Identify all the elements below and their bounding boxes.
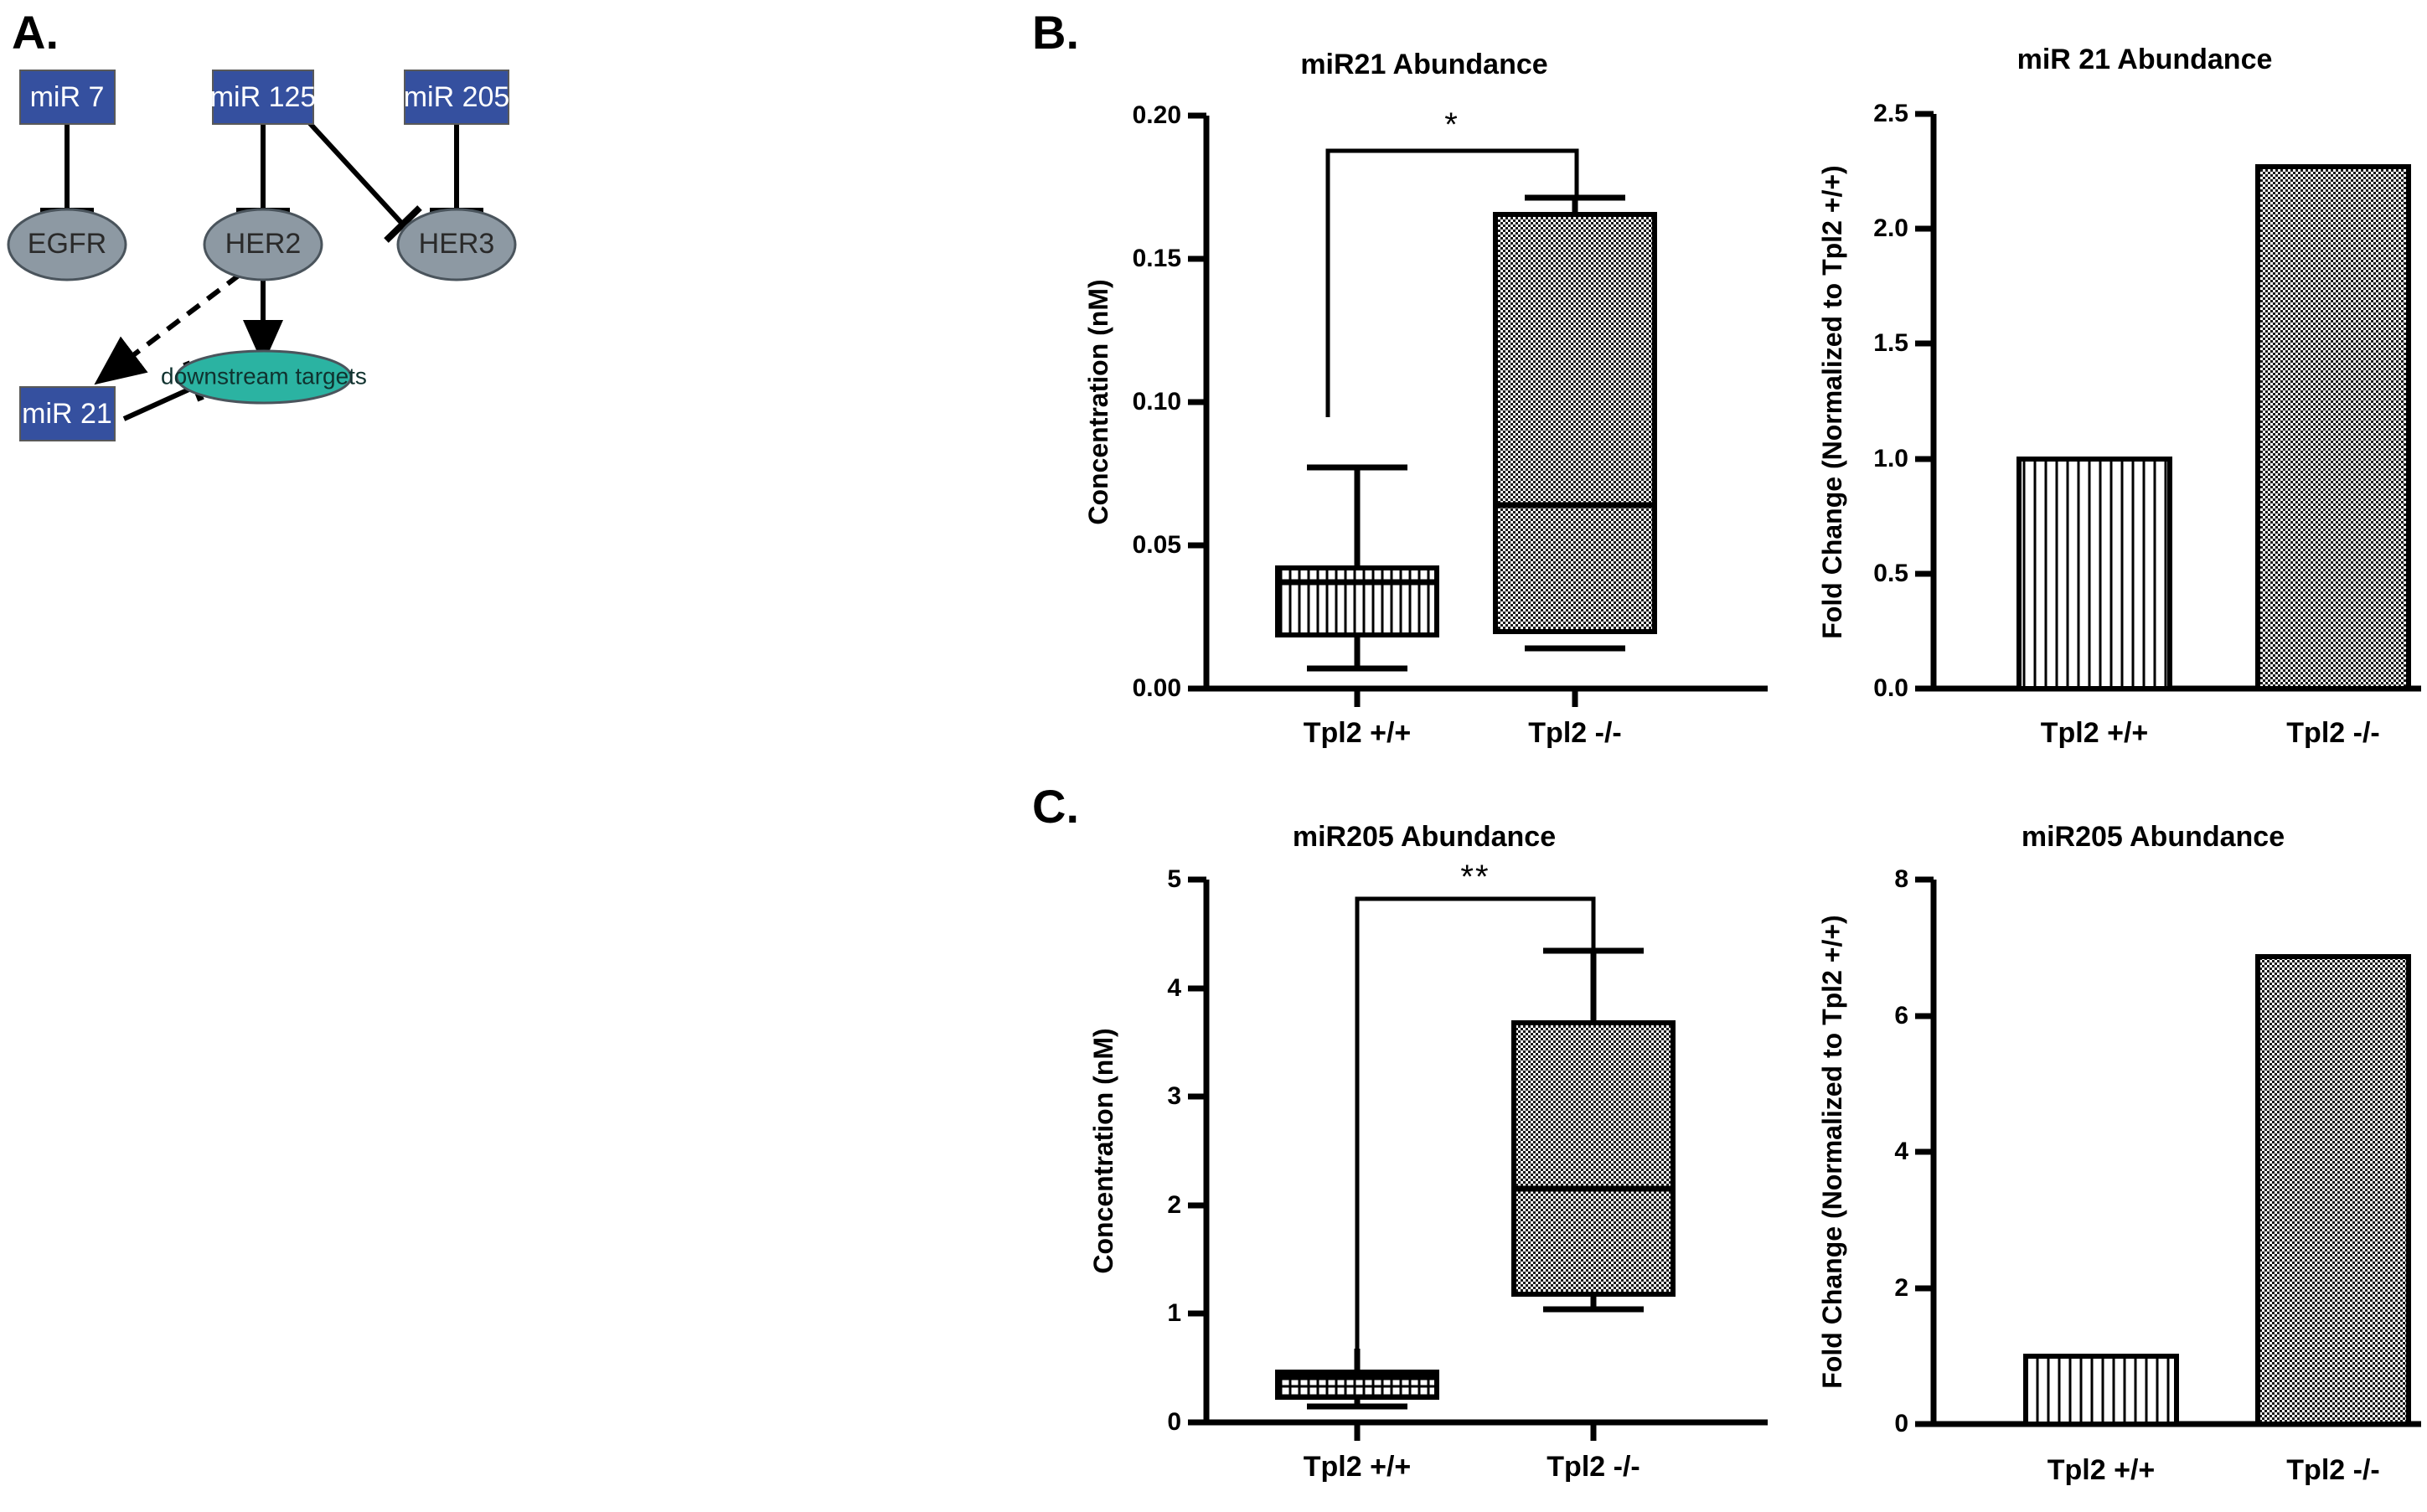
y-tick-label: 3 [1167, 1082, 1181, 1110]
node-her3[interactable]: HER3 [396, 208, 517, 281]
node-downstream-targets[interactable]: downstream targets [161, 349, 367, 405]
bar-tpl2-wt[interactable] [2023, 1354, 2179, 1427]
node-her2-label: HER2 [225, 228, 302, 260]
chart-title-mir205-bar: miR205 Abundance [2022, 821, 2285, 853]
y-tick-label: 6 [1894, 1002, 1908, 1030]
x-category-label: Tpl2 -/- [2286, 717, 2379, 749]
y-tick-label: 8 [1894, 865, 1908, 893]
y-tick-label: 5 [1167, 865, 1181, 893]
edge-mir125-her2 [236, 124, 290, 214]
panel-c-letter: C. [1032, 780, 1079, 833]
node-her2[interactable]: HER2 [203, 208, 323, 281]
y-tick-label: 1.0 [1873, 445, 1908, 472]
chart-mir21-bar: miR 21 Abundance 2.5 2.0 1.5 1.0 0.5 0.0… [1793, 34, 2427, 771]
edge-mir7-egfr [40, 124, 94, 214]
box-plot-tpl2-wt[interactable] [1275, 464, 1439, 672]
y-tick-label: 0.15 [1133, 245, 1181, 272]
node-mir205[interactable]: miR 205 [404, 70, 510, 125]
x-ticks [1354, 689, 1578, 707]
box-plot-tpl2-wt[interactable] [1275, 1349, 1439, 1410]
significance-bracket: ** [1355, 859, 1596, 1349]
y-tick-label: 1.5 [1873, 329, 1908, 357]
chart-title-mir21-bar: miR 21 Abundance [2017, 44, 2273, 75]
chart-title-mir205-box: miR205 Abundance [1293, 821, 1556, 853]
chart-mir205-bar: miR205 Abundance 8 6 4 2 0 Fold Change (… [1784, 804, 2427, 1512]
x-category-label: Tpl2 -/- [2286, 1454, 2379, 1486]
chart-mir21-box: miR21 Abundance 0.20 0.15 0.10 0.05 0.00… [1030, 34, 1784, 771]
node-mir7-label: miR 7 [30, 81, 105, 113]
node-mir125[interactable]: miR 125 [210, 70, 317, 125]
bar-tpl2-ko[interactable] [2255, 954, 2411, 1427]
y-ticks: 0.20 0.15 0.10 0.05 0.00 [1133, 101, 1206, 702]
x-category-label: Tpl2 -/- [1547, 1451, 1640, 1483]
y-tick-label: 2 [1894, 1274, 1908, 1302]
y-tick-label: 0.5 [1873, 560, 1908, 587]
y-tick-label: 1 [1167, 1299, 1181, 1327]
x-category-label: Tpl2 -/- [1528, 717, 1621, 749]
node-mir125-label: miR 125 [210, 81, 317, 113]
panel-b-letter: B. [1032, 6, 1079, 59]
node-mir7[interactable]: miR 7 [19, 70, 116, 125]
y-tick-label: 0 [1167, 1408, 1181, 1436]
node-mir21-label: miR 21 [22, 398, 112, 430]
y-tick-label: 0.00 [1133, 674, 1181, 702]
y-tick-label: 0.20 [1133, 101, 1181, 129]
node-her3-label: HER3 [419, 228, 495, 260]
node-mir21[interactable]: miR 21 [19, 386, 116, 441]
node-downstream-targets-label: downstream targets [161, 363, 367, 389]
bar-tpl2-wt[interactable] [2016, 457, 2172, 691]
y-tick-label: 0.10 [1133, 388, 1181, 415]
x-category-label: Tpl2 +/+ [2047, 1454, 2156, 1486]
y-ticks: 5 4 3 2 1 0 [1167, 865, 1206, 1436]
significance-bracket: * [1325, 106, 1579, 417]
y-axis-title: Concentration (nM) [1083, 279, 1113, 524]
x-category-label: Tpl2 +/+ [1304, 1451, 1412, 1483]
chart-title-mir21-box: miR21 Abundance [1300, 49, 1547, 80]
y-tick-label: 0 [1894, 1410, 1908, 1437]
y-axis-title: Concentration (nM) [1088, 1028, 1118, 1273]
node-egfr[interactable]: EGFR [7, 208, 127, 281]
box-plot-tpl2-ko[interactable] [1493, 194, 1657, 652]
y-tick-label: 0.05 [1133, 531, 1181, 559]
x-category-label: Tpl2 +/+ [2041, 717, 2149, 749]
panel-a-letter: A. [12, 6, 59, 59]
edge-her2-mir21-dashed [94, 272, 241, 385]
bar-tpl2-ko[interactable] [2255, 164, 2411, 691]
x-ticks [1354, 1422, 1597, 1441]
y-ticks: 2.5 2.0 1.5 1.0 0.5 0.0 [1873, 100, 1934, 702]
chart-mir205-box: miR205 Abundance 5 4 3 2 1 0 Concentrati… [1030, 804, 1784, 1512]
y-tick-label: 4 [1894, 1138, 1908, 1165]
y-tick-label: 2 [1167, 1191, 1181, 1219]
edge-mir205-her3 [430, 124, 483, 214]
significance-label: * [1444, 106, 1459, 143]
panel-a-diagram: miR21 (dashed) --> miR 7 miR 125 miR 205… [0, 0, 1005, 888]
node-mir205-label: miR 205 [404, 81, 510, 113]
y-tick-label: 2.0 [1873, 214, 1908, 242]
y-tick-label: 2.5 [1873, 100, 1908, 127]
edge-mir125-her3 [304, 117, 422, 243]
node-egfr-label: EGFR [28, 228, 106, 260]
significance-label: ** [1460, 859, 1490, 895]
box-plot-tpl2-ko[interactable] [1511, 947, 1676, 1313]
y-axis-title: Fold Change (Normalized to Tpl2 +/+) [1817, 915, 1847, 1388]
y-tick-label: 4 [1167, 974, 1181, 1002]
y-axis-title: Fold Change (Normalized to Tpl2 +/+) [1817, 165, 1847, 638]
y-ticks: 8 6 4 2 0 [1894, 865, 1934, 1437]
y-tick-label: 0.0 [1873, 674, 1908, 702]
x-category-label: Tpl2 +/+ [1304, 717, 1412, 749]
